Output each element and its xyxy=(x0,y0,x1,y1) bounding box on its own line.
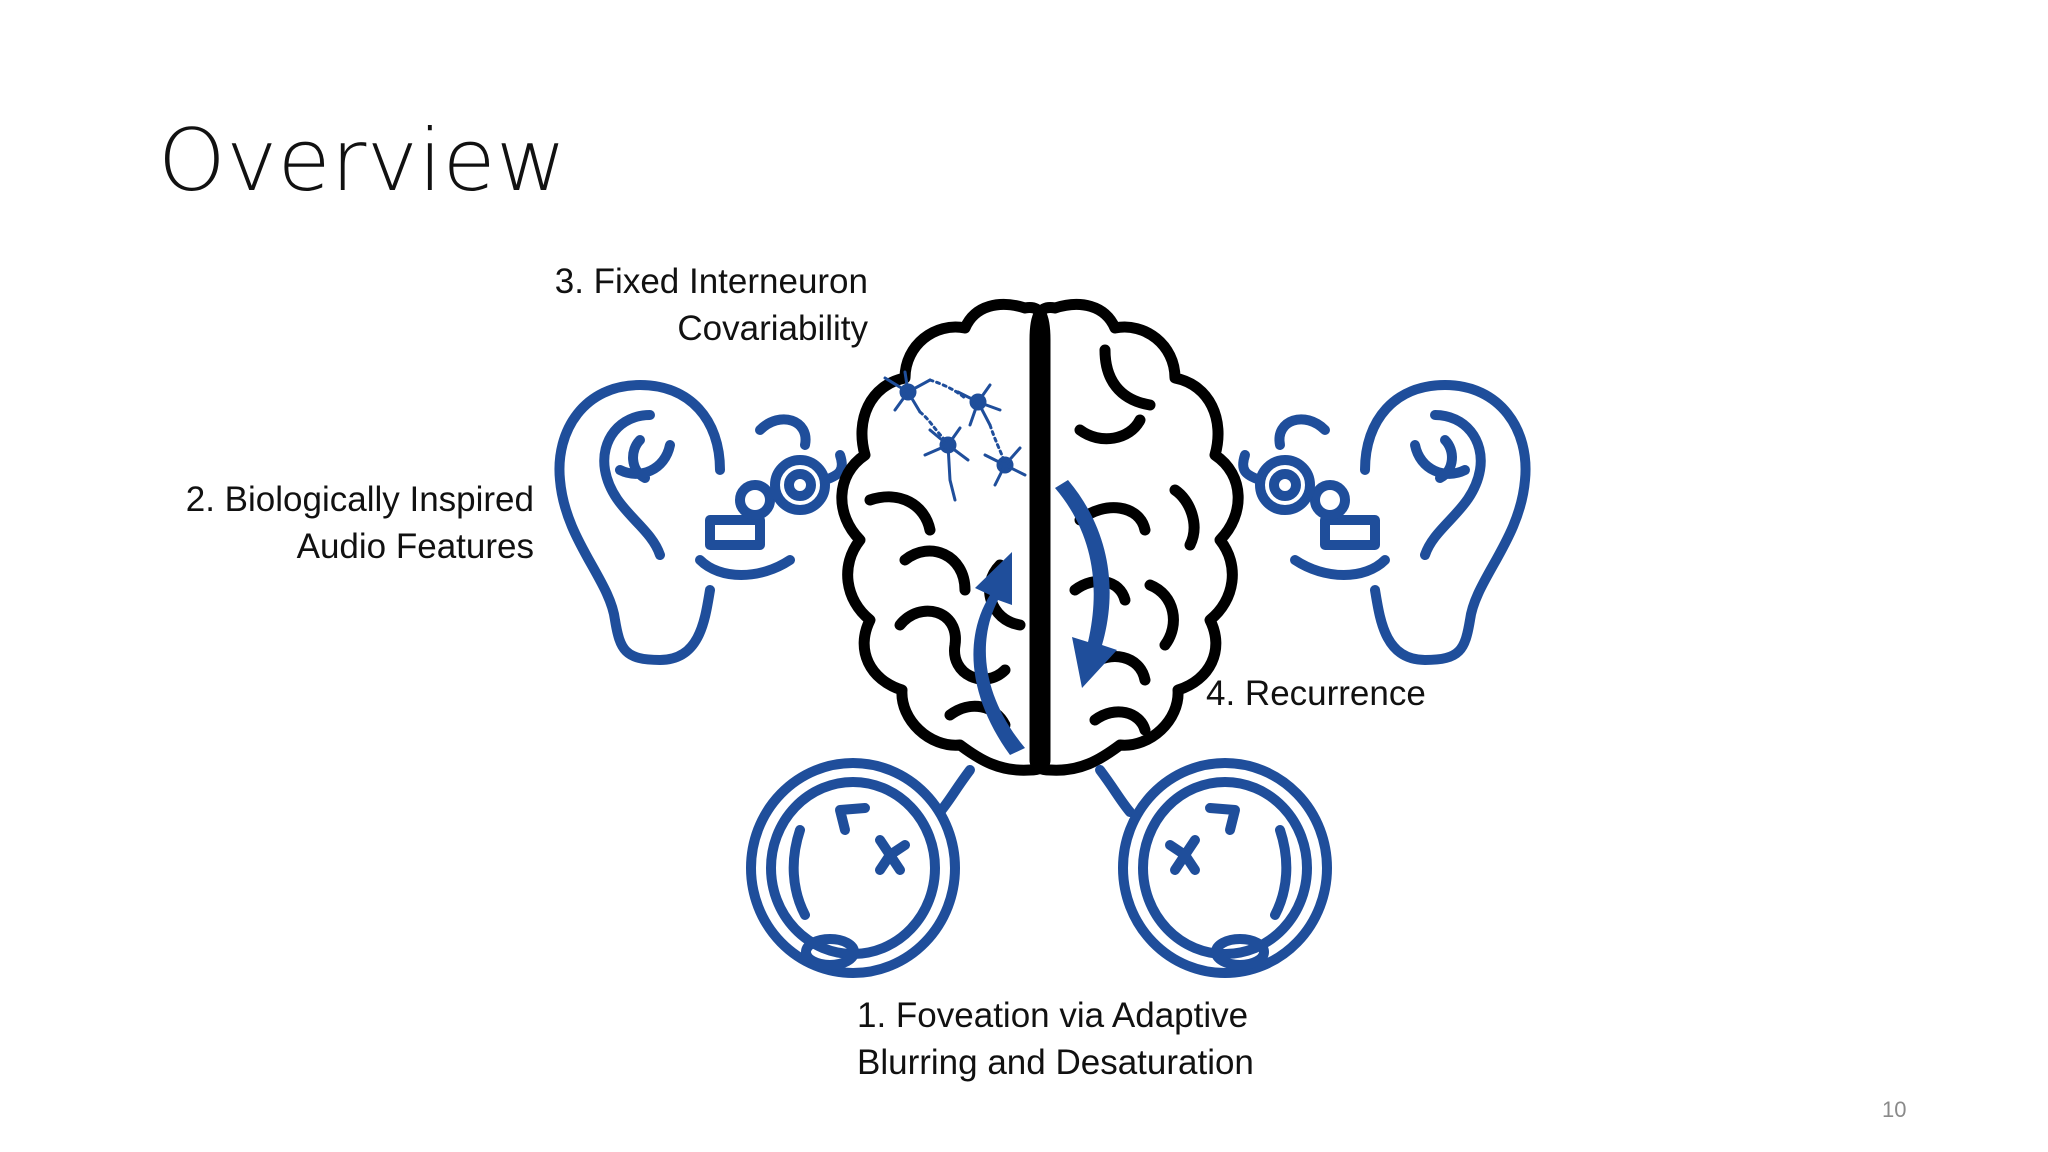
label-fixed-interneuron-covariability: 3. Fixed Interneuron Covariability xyxy=(555,258,868,352)
label-line: 1. Foveation via Adaptive xyxy=(857,996,1249,1035)
page-number: 10 xyxy=(1882,1097,1907,1122)
label-line: 2. Biologically Inspired xyxy=(185,480,534,519)
left-ear-icon xyxy=(554,380,847,665)
label-foveation: 1. Foveation via Adaptive Blurring and D… xyxy=(857,992,1254,1086)
brain-icon xyxy=(836,299,1244,776)
label-biologically-inspired-audio-features: 2. Biologically Inspired Audio Features xyxy=(186,476,534,570)
label-line: Audio Features xyxy=(296,527,534,566)
label-line: Covariability xyxy=(677,309,868,348)
label-line: Blurring and Desaturation xyxy=(857,1043,1254,1082)
left-eye-icon xyxy=(746,758,975,978)
label-line: 3. Fixed Interneuron xyxy=(554,262,868,301)
label-recurrence: 4. Recurrence xyxy=(1206,670,1426,717)
recurrence-arrows-icon xyxy=(973,480,1117,755)
label-line: 4. Recurrence xyxy=(1206,674,1426,713)
neuron-network-icon xyxy=(883,370,1027,502)
right-ear-icon xyxy=(1238,380,1531,665)
right-eye-icon xyxy=(1095,758,1332,978)
slide-title: Overview xyxy=(158,111,567,211)
